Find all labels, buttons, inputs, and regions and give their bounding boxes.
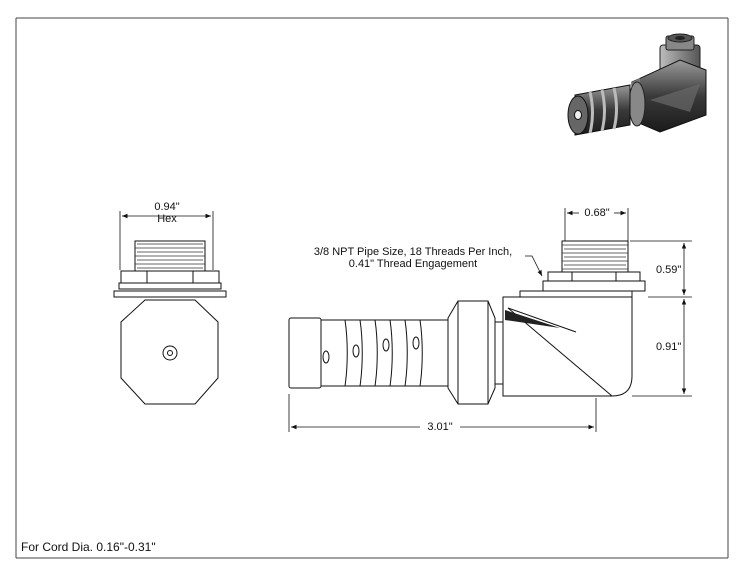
side-view <box>288 240 646 405</box>
hex-caption: Hex <box>157 213 177 225</box>
thread-width-label: 0.68" <box>580 207 614 219</box>
border-frame <box>15 17 729 559</box>
thread-note-line2: 0.41" Thread Engagement <box>348 258 478 270</box>
product-3d-render <box>567 33 707 136</box>
overall-length-label: 3.01" <box>420 421 460 433</box>
thread-height-label: 0.59" <box>656 264 682 276</box>
body-height-label: 0.91" <box>656 341 682 353</box>
hex-width-label: 0.94" <box>154 201 180 213</box>
cord-diameter-note: For Cord Dia. 0.16"-0.31" <box>21 540 156 554</box>
end-view <box>113 240 227 405</box>
thread-note-line1: 3/8 NPT Pipe Size, 18 Threads Per Inch, <box>313 246 513 258</box>
